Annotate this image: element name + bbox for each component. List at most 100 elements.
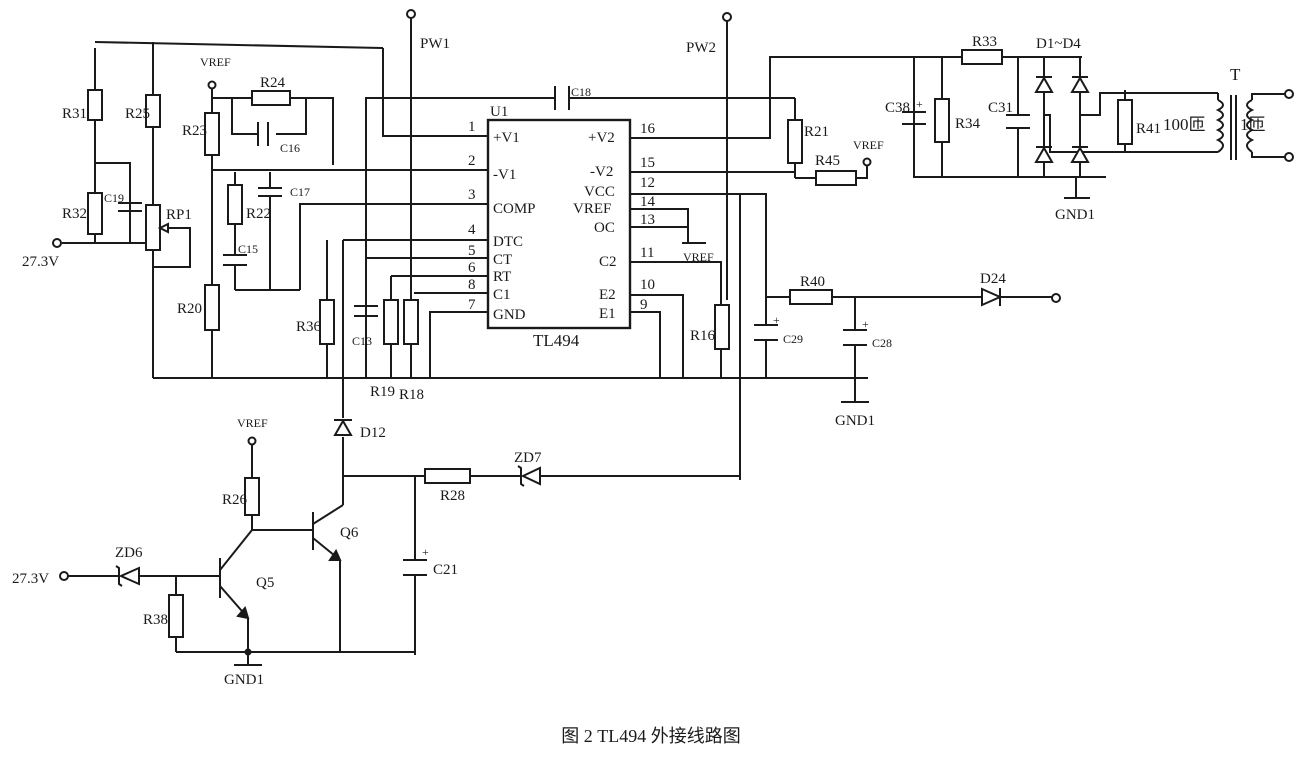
figure-caption: 图 2 TL494 外接线路图: [561, 726, 741, 746]
resistor-r33: [961, 49, 1003, 65]
label-vref-a: VREF: [200, 55, 231, 69]
resistor-r23: [204, 112, 220, 156]
diode-d4: [1070, 145, 1090, 163]
label-gnd-mid: GND1: [835, 413, 875, 429]
label-pw1: PW1: [420, 36, 450, 52]
label-gnd-left: GND1: [224, 672, 264, 688]
label-c13: C13: [352, 334, 372, 348]
label-c31: C31: [988, 100, 1013, 116]
pin-name-oc: OC: [594, 220, 615, 236]
label-r41: R41: [1136, 121, 1161, 137]
label-t: T: [1230, 65, 1241, 84]
potentiometer-rp1: [145, 204, 161, 251]
terminal-27v-bottom[interactable]: [59, 571, 69, 581]
label-c19: C19: [104, 191, 124, 205]
resistor-r31: [87, 89, 103, 121]
label-r22: R22: [246, 206, 271, 222]
pin-name-plus-v1: +V1: [493, 130, 520, 146]
q6-emitter-arrow: [328, 548, 342, 561]
label-r31: R31: [62, 106, 87, 122]
label-q6: Q6: [340, 525, 359, 541]
pin-name-gnd: GND: [493, 307, 526, 323]
label-c17: C17: [290, 185, 310, 199]
pin-num-15: 15: [640, 155, 655, 171]
capacitor-c21: [403, 559, 427, 576]
terminal-transformer-top[interactable]: [1284, 89, 1294, 99]
capacitor-c19: [118, 202, 142, 212]
capacitor-c13: [354, 258, 378, 378]
zener-zd7-bar: [517, 465, 525, 487]
transistor-q5: [219, 529, 253, 619]
capacitor-c38: [902, 111, 926, 125]
capacitor-c18: [554, 86, 570, 110]
pin-name-dtc: DTC: [493, 234, 523, 250]
terminal-transformer-bottom[interactable]: [1284, 152, 1294, 162]
c29-plus: +: [773, 313, 780, 327]
transformer-out-top-wire: [1251, 93, 1287, 100]
label-27v-top: 27.3V: [22, 254, 59, 270]
zener-zd6: [118, 566, 140, 586]
label-r45: R45: [815, 153, 840, 169]
diode-d24: [981, 287, 1003, 307]
pin-num-8: 8: [468, 277, 476, 293]
label-r33: R33: [972, 34, 997, 50]
terminal-vref-a[interactable]: [207, 80, 217, 90]
terminal-d24[interactable]: [1051, 293, 1061, 303]
pin-num-4: 4: [468, 222, 476, 238]
resistor-r38: [168, 594, 184, 638]
terminal-pw1[interactable]: [406, 9, 416, 19]
terminal-vref-d[interactable]: [247, 436, 257, 446]
tl494-chip: [486, 118, 632, 330]
diode-d1: [1034, 75, 1054, 93]
resistor-r34: [934, 98, 950, 143]
right-pin-wires: [630, 56, 1018, 378]
label-r18: R18: [399, 387, 424, 403]
diode-d2: [1070, 75, 1090, 93]
resistor-r16: [714, 304, 730, 350]
capacitor-c17: [258, 187, 282, 197]
ic-part-label: TL494: [533, 331, 580, 350]
label-r20: R20: [177, 301, 202, 317]
label-r23: R23: [182, 123, 207, 139]
label-c21: C21: [433, 562, 458, 578]
label-vref-c: VREF: [683, 250, 714, 264]
terminal-27v-top[interactable]: [52, 238, 62, 248]
resistor-r32: [87, 192, 103, 235]
capacitor-c29: [754, 324, 778, 341]
label-r28: R28: [440, 488, 465, 504]
terminal-pw2[interactable]: [722, 12, 732, 22]
label-r40: R40: [800, 274, 825, 290]
transformer-primary-coil: [1215, 99, 1224, 153]
label-r25: R25: [125, 106, 150, 122]
transformer-out-bottom-wire: [1251, 152, 1287, 158]
pin-num-13: 13: [640, 212, 655, 228]
label-vref-b: VREF: [853, 138, 884, 152]
label-r21: R21: [804, 124, 829, 140]
terminal-vref-b[interactable]: [862, 157, 872, 167]
zener-zd7: [520, 466, 541, 486]
pin-num-12: 12: [640, 175, 655, 191]
pin-num-3: 3: [468, 187, 476, 203]
capacitor-c15: [223, 248, 247, 278]
resistor-r40: [789, 289, 833, 305]
capacitor-c16: [257, 122, 269, 146]
resistor-r45: [815, 170, 857, 186]
capacitor-c28: [843, 329, 867, 346]
pin-name-vref: VREF: [573, 201, 611, 217]
label-c15: C15: [238, 242, 258, 256]
resistor-r26: [244, 477, 260, 516]
pin-name-c1: C1: [493, 287, 511, 303]
label-r16: R16: [690, 328, 716, 344]
pin-num-1: 1: [468, 119, 476, 135]
q5-emitter-arrow: [236, 605, 250, 620]
resistor-r28: [424, 468, 471, 484]
pin-name-rt: RT: [493, 269, 511, 285]
transformer-secondary-coil: [1246, 99, 1255, 153]
bottom-circuit-wires: [67, 240, 740, 665]
diode-d12: [333, 418, 353, 436]
label-vref-d: VREF: [237, 416, 268, 430]
resistor-r18: [403, 299, 419, 345]
pin-num-2: 2: [468, 153, 476, 169]
label-rp1: RP1: [166, 207, 192, 223]
